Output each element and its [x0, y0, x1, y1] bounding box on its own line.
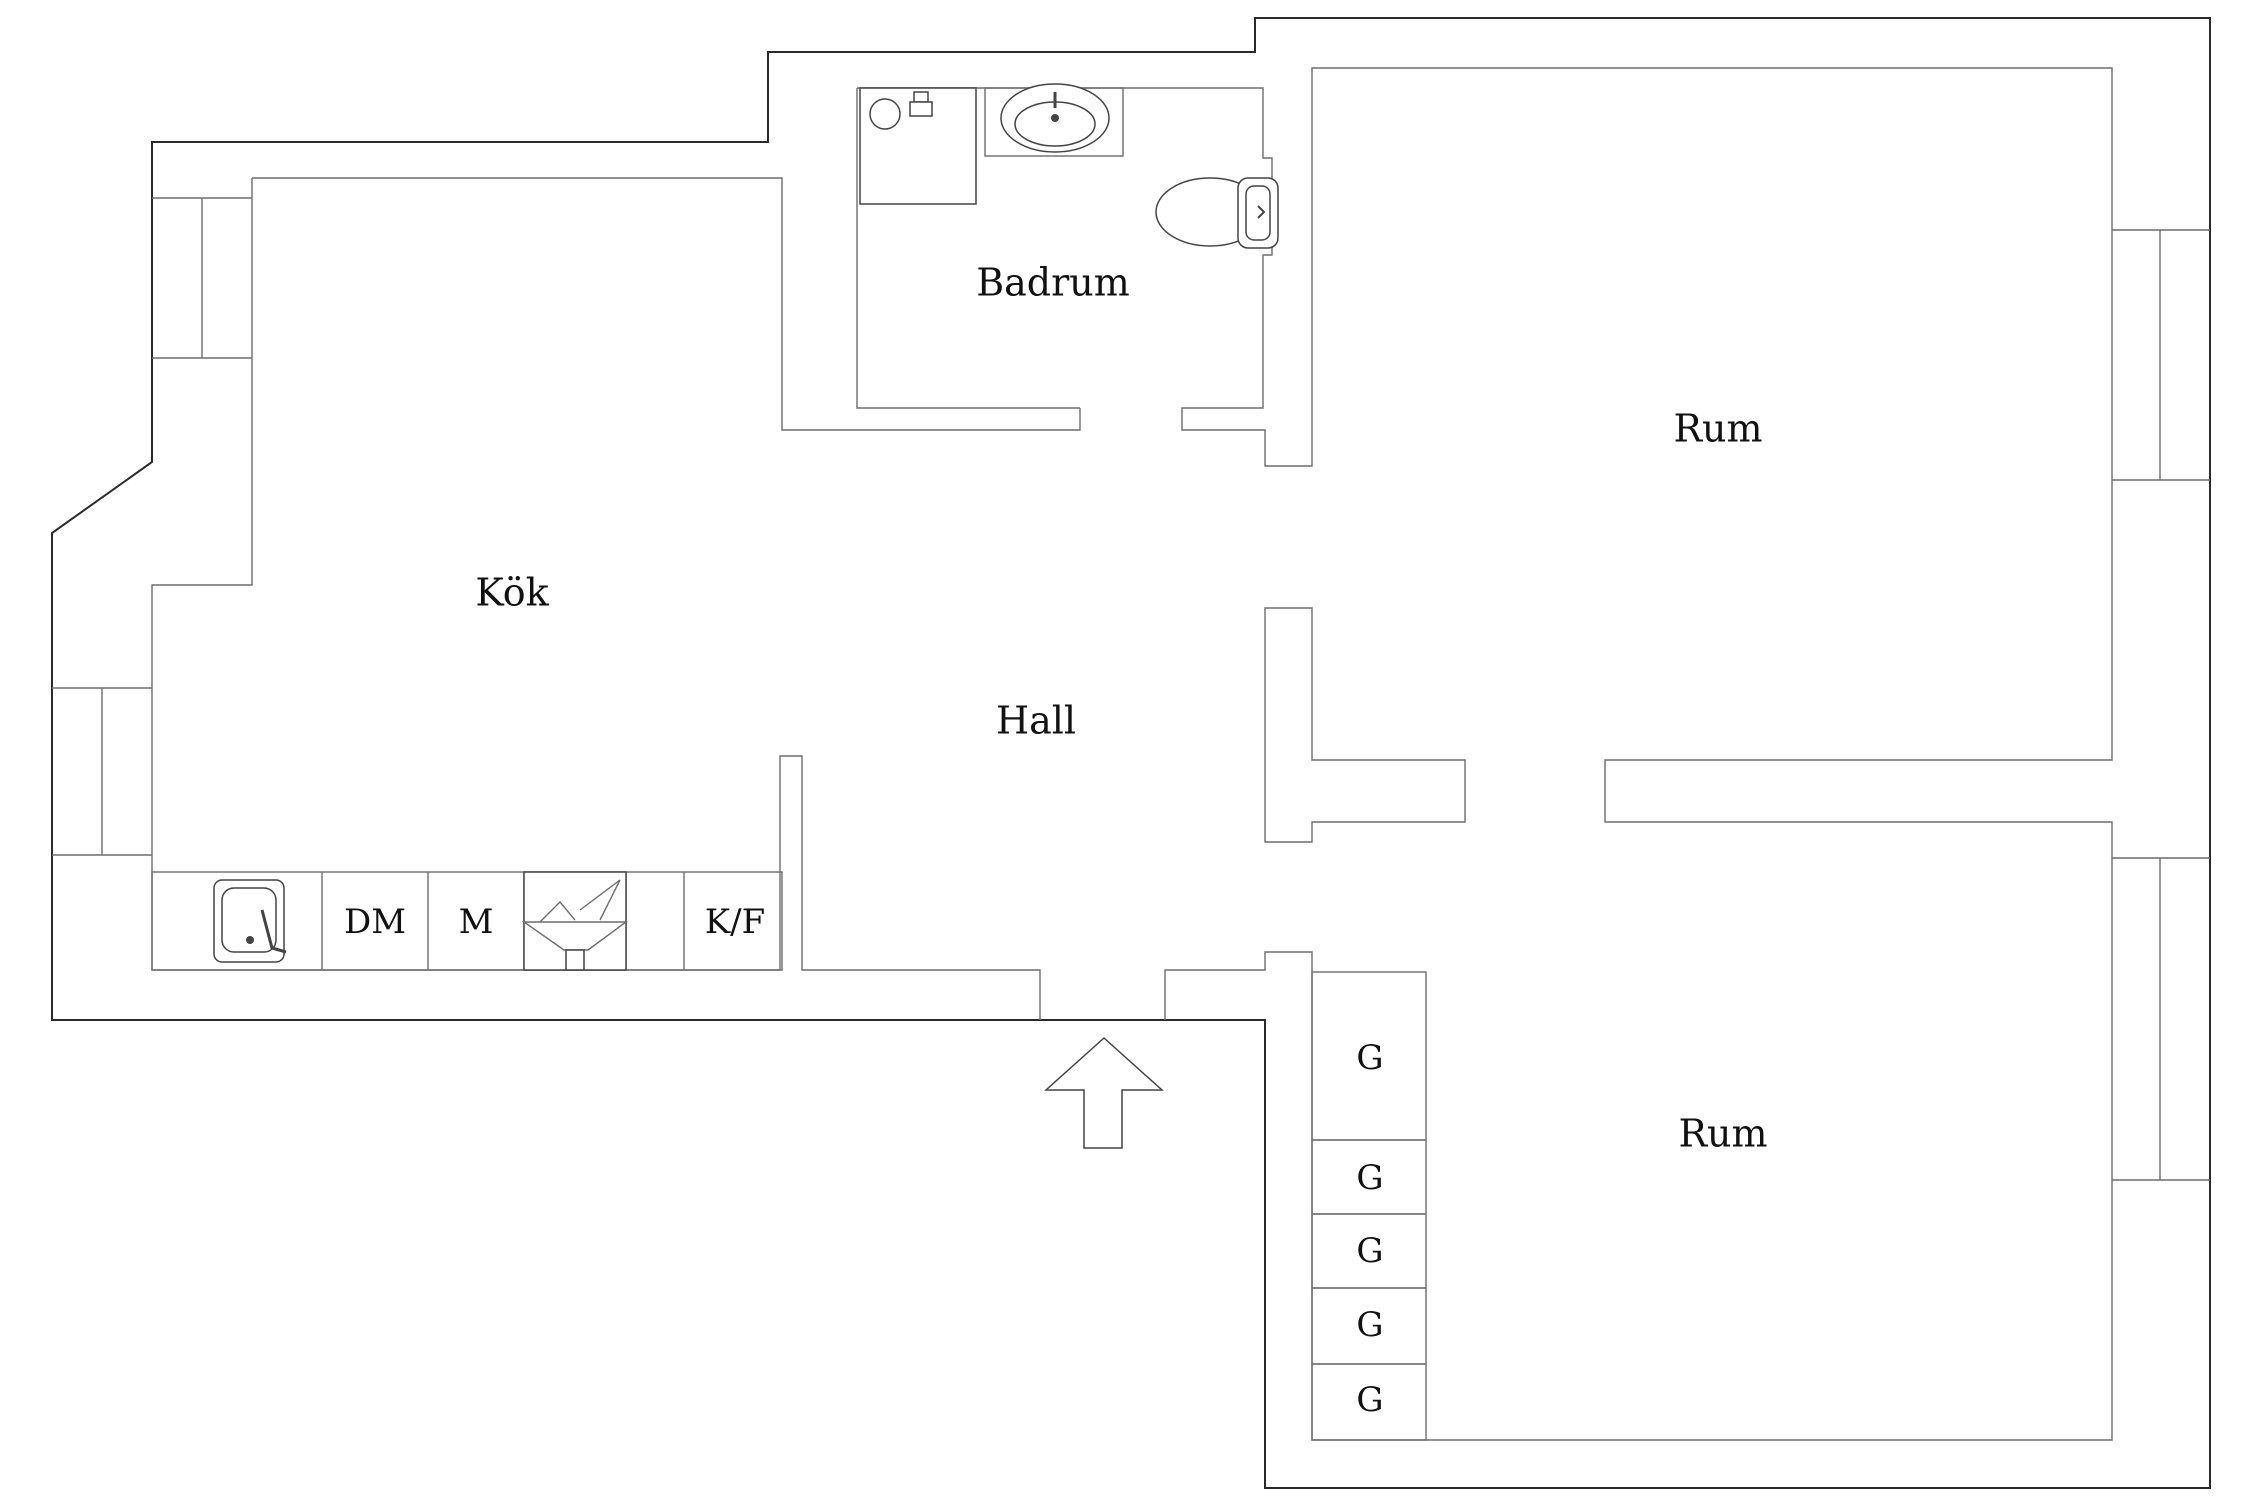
wardrobe-label-2: G — [1356, 1158, 1383, 1198]
upper-room-window — [2112, 230, 2210, 481]
outer-wall — [51, 17, 2211, 1489]
wardrobe-label-1: G — [1356, 1038, 1383, 1078]
room-label-lower-room: Rum — [1678, 1112, 1767, 1156]
hall-entrance-wall — [1164, 951, 1313, 1020]
room-label-upper-room: Rum — [1673, 407, 1762, 451]
wardrobe-label-5: G — [1356, 1380, 1383, 1420]
toilet-icon — [1155, 177, 1279, 249]
kitchen-wall — [252, 177, 1081, 431]
shower-icon — [859, 87, 977, 205]
stove-hood-icon — [521, 871, 629, 971]
kitchen-west-wall — [151, 178, 1041, 1020]
fridge-freezer-label: K/F — [705, 902, 765, 942]
center-partition — [1264, 607, 1466, 843]
wardrobe-label-4: G — [1356, 1305, 1383, 1345]
bathroom-wall — [857, 67, 2113, 467]
wash-basin-icon — [984, 83, 1124, 157]
kitchen-counter — [151, 871, 783, 971]
microwave-label: M — [459, 902, 494, 942]
lower-room-window — [2112, 858, 2210, 1181]
room-label-kitchen: Kök — [475, 571, 549, 615]
room-label-hall: Hall — [996, 699, 1076, 743]
bathroom-south-wall — [856, 88, 1080, 409]
wardrobes — [1311, 971, 1427, 1441]
kitchen-sink-icon — [213, 879, 287, 963]
wardrobe-label-3: G — [1356, 1231, 1383, 1271]
upper-room-wall — [1604, 229, 2210, 859]
dishwasher-label: DM — [344, 902, 406, 942]
kitchen-window-lower — [52, 687, 152, 856]
entrance-arrow-icon — [1044, 1036, 1164, 1149]
kitchen-window-upper — [152, 197, 252, 359]
room-label-bathroom: Badrum — [976, 261, 1130, 305]
